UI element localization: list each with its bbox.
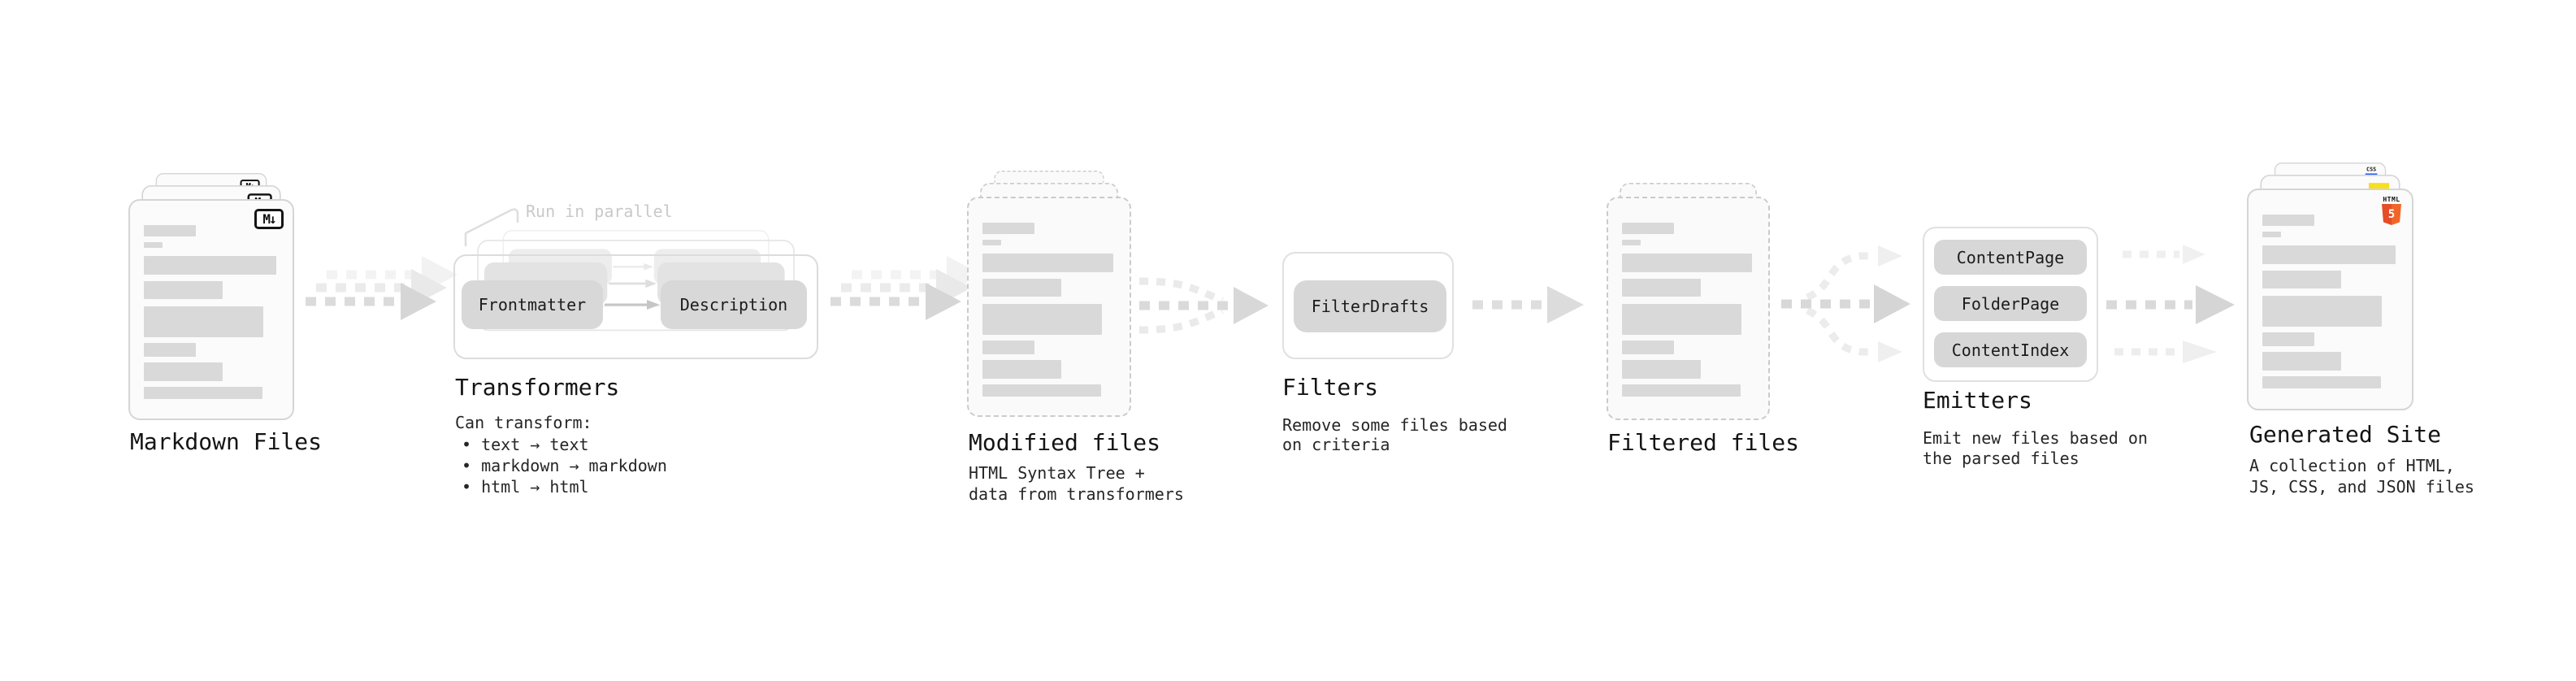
filters-panel: FilterDrafts	[1282, 252, 1454, 359]
filters-label: Filters	[1282, 374, 1379, 401]
generated-site-label: Generated Site	[2249, 421, 2442, 448]
arrow-transformers-to-modified	[830, 256, 982, 320]
arrow-modified-to-filters	[1138, 277, 1268, 334]
transformer-layer: Frontmatter Description	[453, 254, 818, 359]
arrow-markdown-to-transformers	[306, 256, 458, 320]
generated-html-file-card: HTML 5	[2247, 189, 2413, 410]
modified-files-desc: data from transformers	[969, 484, 1184, 504]
generated-site-desc: JS, CSS, and JSON files	[2249, 477, 2474, 497]
html5-icon: HTML 5	[2381, 196, 2402, 225]
markdown-file-card: M↓	[128, 199, 294, 420]
modified-files-desc: HTML Syntax Tree +	[969, 463, 1145, 483]
filtered-files-label: Filtered files	[1607, 429, 1800, 456]
arrow-filters-to-filtered	[1472, 286, 1584, 323]
pill-arrow-icon	[613, 262, 654, 271]
transformer-frame	[453, 254, 818, 359]
filters-desc: Remove some files based	[1282, 415, 1507, 435]
transformer-pill-frontmatter: Frontmatter	[462, 280, 603, 329]
transformers-bullet: • markdown → markdown	[462, 456, 667, 475]
filter-pill-filterdrafts: FilterDrafts	[1294, 280, 1446, 332]
modified-file-card	[967, 197, 1131, 417]
emitter-pill-contentpage: ContentPage	[1934, 240, 2087, 275]
run-in-parallel-note: Run in parallel	[526, 202, 673, 221]
transformers-bullet: • text → text	[462, 435, 589, 454]
pill-arrow-icon	[605, 300, 660, 310]
arrow-filtered-to-emitters	[1781, 245, 1910, 362]
markdown-icon: M↓	[254, 209, 284, 229]
filters-desc: on criteria	[1282, 435, 1390, 454]
emitters-desc: the parsed files	[1923, 449, 2079, 468]
transformers-bullet: • html → html	[462, 477, 589, 497]
arrow-emitters-to-generated	[2106, 245, 2235, 363]
emitter-pill-folderpage: FolderPage	[1934, 286, 2087, 321]
emitter-pill-contentindex: ContentIndex	[1934, 332, 2087, 367]
markdown-files-label: Markdown Files	[130, 428, 323, 455]
emitters-label: Emitters	[1923, 387, 2032, 414]
emitters-desc: Emit new files based on	[1923, 428, 2148, 448]
generated-site-desc: A collection of HTML,	[2249, 456, 2455, 475]
emitters-panel: ContentPage FolderPage ContentIndex	[1923, 227, 2098, 382]
transformers-label: Transformers	[455, 374, 620, 401]
transformers-desc-heading: Can transform:	[455, 413, 592, 432]
pill-arrow-icon	[609, 279, 657, 288]
css-icon: CSS	[2365, 167, 2378, 176]
filtered-file-card	[1607, 197, 1770, 420]
transformer-pill-description: Description	[661, 280, 807, 329]
modified-files-label: Modified files	[969, 429, 1161, 456]
